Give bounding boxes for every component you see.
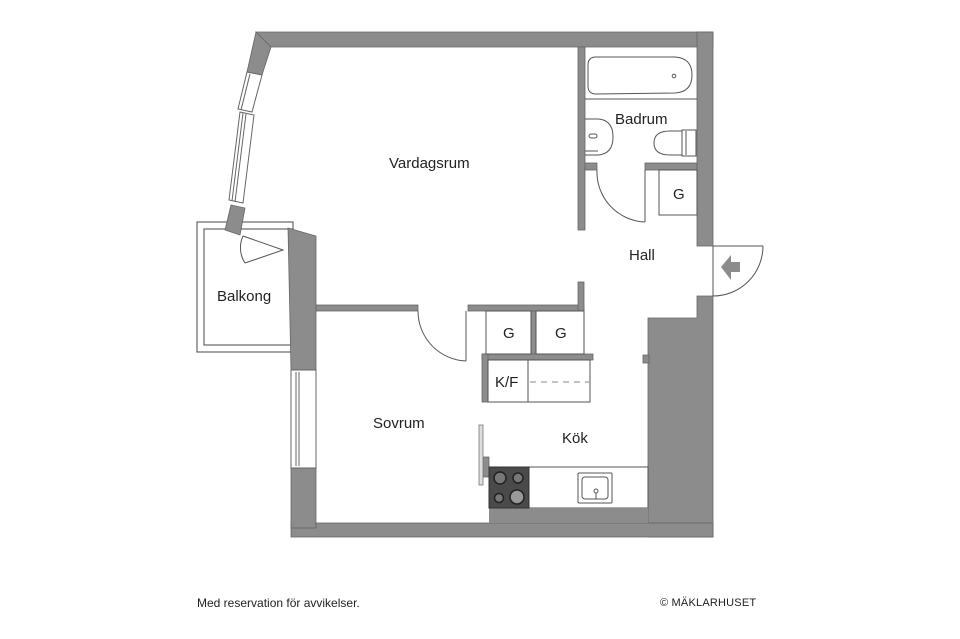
closet-label-kitchen-1: G	[503, 325, 515, 342]
bathroom-door	[596, 169, 646, 223]
kitchen-counter	[488, 466, 649, 523]
disclaimer: Med reservation för avvikelser.	[197, 596, 360, 610]
room-label-balkong: Balkong	[217, 288, 271, 305]
bedroom-door	[417, 310, 467, 362]
room-label-badrum: Badrum	[615, 111, 668, 128]
room-label-sovrum: Sovrum	[373, 415, 425, 432]
room-label-kok: Kök	[562, 430, 588, 447]
balcony-door	[239, 235, 285, 264]
bathroom-fixtures	[585, 56, 697, 157]
entrance-door	[712, 245, 764, 297]
sliding-door	[478, 424, 484, 486]
washbasin-icon	[585, 118, 614, 156]
room-label-vardagsrum: Vardagsrum	[389, 155, 470, 172]
hall-closet	[658, 169, 698, 216]
copyright: © MÄKLARHUSET	[660, 597, 757, 609]
closet-label-kitchen-2: G	[555, 325, 567, 342]
entrance-arrow-icon	[721, 255, 740, 280]
kitchen-closets	[485, 310, 591, 403]
balcony	[196, 221, 294, 353]
windows	[228, 71, 317, 469]
sink-icon	[577, 472, 613, 504]
fridge-freezer-label: K/F	[495, 374, 518, 391]
toilet-icon	[653, 130, 682, 156]
room-label-hall: Hall	[629, 247, 655, 264]
bathtub-icon	[587, 56, 693, 95]
closet-label-hall: G	[673, 186, 685, 203]
